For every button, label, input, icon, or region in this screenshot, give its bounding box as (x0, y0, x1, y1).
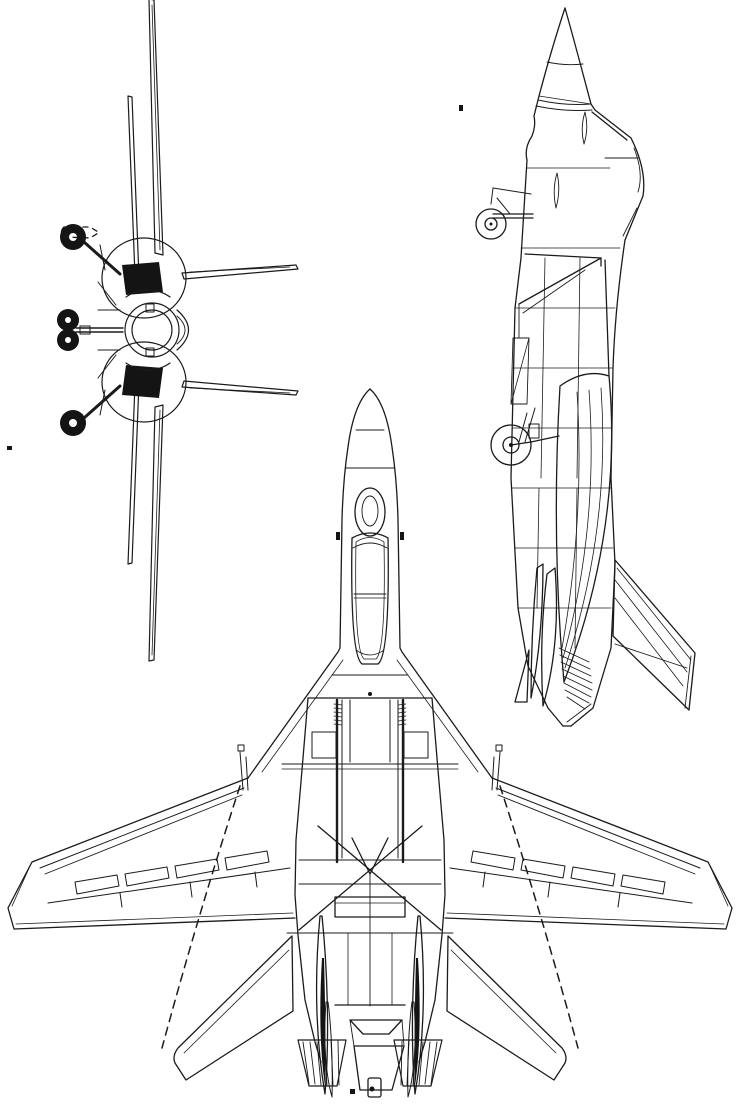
front-view (55, 0, 300, 663)
tailplane-side-view (541, 567, 558, 707)
engine-nacelle (101, 237, 187, 319)
wing-spoilers (74, 850, 270, 895)
wing-slats (39, 787, 245, 869)
arresting-hook (367, 1077, 382, 1098)
print-speck (459, 105, 463, 111)
wing-front-view (148, 0, 164, 256)
fin-front-view (181, 264, 299, 280)
wing-plan-view (7, 777, 296, 930)
intake-ramp (518, 253, 602, 339)
main-gear-strut (82, 240, 122, 276)
swept-wing-dashed-line (161, 785, 241, 1049)
radome-ring-outer (124, 302, 180, 358)
canopy-side-view (591, 111, 628, 141)
nozzle-hatching (558, 647, 593, 723)
canopy-plan-view (351, 532, 389, 665)
swept-wing-side-view (555, 259, 613, 683)
fuselage-top-outline (564, 7, 645, 727)
nacelle-outer-wall (294, 697, 322, 1063)
plan-view (7, 387, 734, 1099)
windscreen (354, 487, 386, 537)
fin-top-view (315, 915, 329, 1095)
nose-gear-side-view (475, 187, 534, 240)
radome-ring-inner (131, 309, 173, 351)
tailplane-front-view (127, 95, 140, 279)
boundary-layer-vent (333, 703, 343, 726)
main-gear-side-view (490, 407, 560, 466)
wing-flaps (47, 867, 291, 908)
side-view (475, 7, 696, 727)
ventral-fin (514, 649, 530, 703)
print-speck (7, 446, 12, 450)
dashed-store-outline (60, 226, 101, 239)
vertical-fin-side-view (612, 559, 696, 711)
fuselage-side (247, 388, 371, 779)
canopy-aft-fairing (351, 837, 389, 875)
exhaust-nozzle-hatched (297, 1039, 347, 1087)
stabilator (173, 935, 294, 1081)
canopy-front-view (176, 309, 190, 351)
intake-opening (122, 262, 163, 295)
beaver-tail (349, 1019, 405, 1091)
